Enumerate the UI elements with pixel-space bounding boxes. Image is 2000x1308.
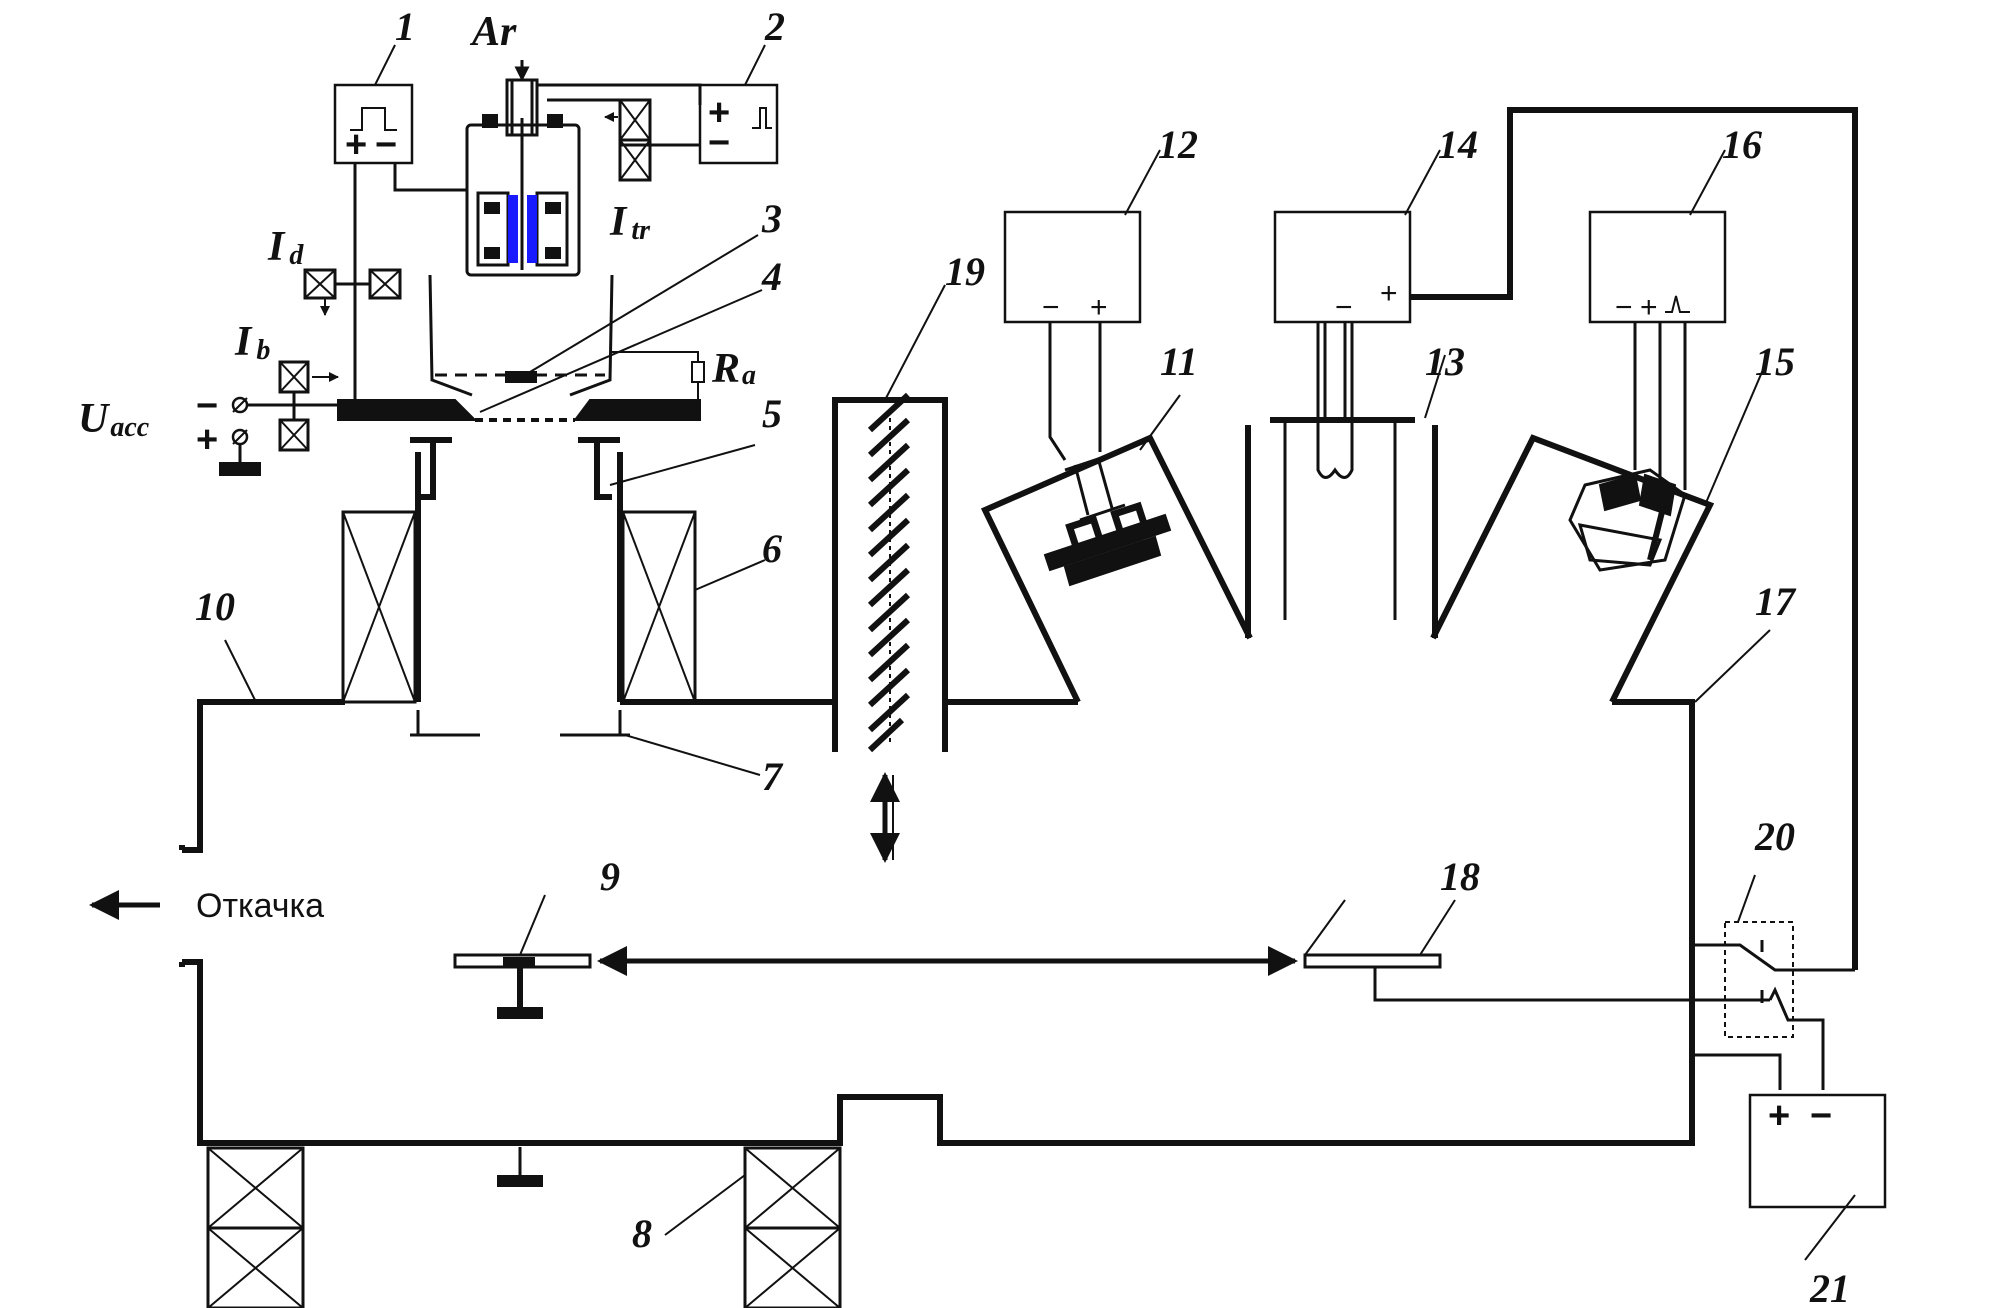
ra-label: Ra <box>711 346 756 392</box>
label-19: 19 <box>945 249 985 294</box>
wire-supply2-a <box>537 83 702 105</box>
ps12-lead-minus <box>1048 322 1067 461</box>
power-supply-14: − + <box>1273 210 1412 324</box>
uacc-terminals: − + <box>196 385 345 476</box>
supply2-plus: + <box>708 92 730 134</box>
target-18 <box>1303 953 1770 1002</box>
arc-source-15 <box>1568 468 1687 572</box>
label-4: 4 <box>761 254 782 299</box>
id-current-sensor <box>303 268 402 316</box>
label-16: 16 <box>1722 122 1762 167</box>
ps16-plus: + <box>1640 291 1658 324</box>
ps14-plus: + <box>1380 277 1398 310</box>
label-17: 17 <box>1755 579 1797 624</box>
evaporator-13 <box>1270 322 1415 620</box>
supply1-minus: − <box>375 124 397 166</box>
label-20: 20 <box>1754 814 1795 859</box>
label-5: 5 <box>762 391 782 436</box>
label-3: 3 <box>761 196 782 241</box>
label-9: 9 <box>600 854 620 899</box>
label-8: 8 <box>632 1211 652 1256</box>
ar-label: Ar <box>469 9 517 55</box>
label-2: 2 <box>764 4 785 49</box>
label-13: 13 <box>1425 339 1465 384</box>
shutter-19 <box>832 392 948 863</box>
uacc-plus: + <box>196 419 218 461</box>
wire-chamber-to-ps21 <box>1692 1053 1782 1090</box>
focusing-coil-left <box>341 510 417 704</box>
power-supply-21: + − <box>1748 1093 1887 1209</box>
wire-ps14-plus <box>1410 107 1858 970</box>
pulse-power-supply-2: + − <box>698 83 779 165</box>
label-11: 11 <box>1160 339 1198 384</box>
wire-supply2-b <box>547 98 700 147</box>
electrode-plates <box>337 274 705 422</box>
chamber-ground <box>497 1147 543 1187</box>
ps21-plus: + <box>1768 1095 1790 1137</box>
label-14: 14 <box>1438 122 1478 167</box>
exhaust-label: Откачка <box>196 887 324 925</box>
ps12-plus: + <box>1090 291 1108 324</box>
label-7: 7 <box>762 754 784 799</box>
ps16-minus: − <box>1615 291 1633 324</box>
uacc-label: Uacc <box>78 396 150 443</box>
uacc-minus: − <box>196 385 218 427</box>
ib-current-sensor <box>278 360 339 452</box>
main-chamber-wall <box>179 425 1715 1146</box>
ps21-minus: − <box>1810 1095 1832 1137</box>
focusing-coil-right <box>621 510 697 704</box>
ps12-minus: − <box>1042 291 1060 324</box>
bottom-coil-right <box>743 1146 842 1308</box>
discharge-cell <box>465 78 581 277</box>
switch-20 <box>1692 921 1855 1090</box>
supply1-plus: + <box>345 124 367 166</box>
power-supply-16: − + <box>1588 210 1727 324</box>
label-6: 6 <box>762 526 782 571</box>
wire-supply1-plus <box>393 163 467 192</box>
label-15: 15 <box>1755 339 1795 384</box>
bottom-coil-left <box>206 1146 305 1308</box>
power-supply-12: − + <box>1003 210 1142 324</box>
magnetron-11 <box>1043 453 1172 587</box>
extraction-electrode <box>410 437 620 500</box>
ps14-minus: − <box>1335 291 1353 324</box>
label-12: 12 <box>1158 122 1198 167</box>
label-1: 1 <box>395 4 415 49</box>
itr-current-sensor <box>604 98 652 182</box>
substrate-holder-9 <box>453 953 592 1019</box>
label-18: 18 <box>1440 854 1480 899</box>
label-10: 10 <box>195 584 235 629</box>
aperture <box>410 710 630 737</box>
label-21: 21 <box>1809 1266 1850 1308</box>
supply2-minus: − <box>708 122 730 164</box>
pulse-power-supply-1: + − <box>333 83 414 166</box>
leader-lines <box>224 44 1856 1261</box>
